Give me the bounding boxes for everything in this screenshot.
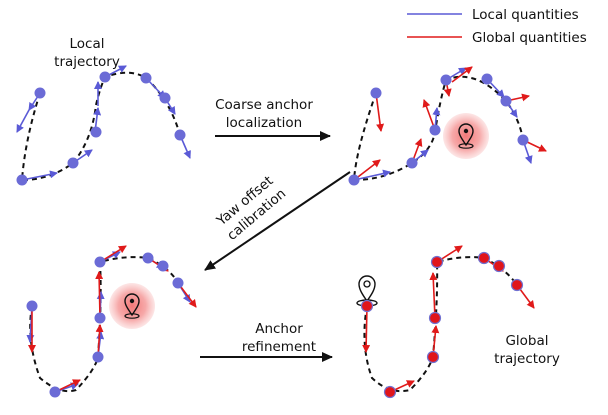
trajectory-node [159, 92, 171, 104]
trajectory-node [140, 72, 152, 84]
global-nodes [360, 251, 524, 399]
trajectory-node [348, 174, 360, 186]
trajectory-node [517, 134, 529, 146]
step2-arrow [204, 171, 351, 271]
global-vectors [362, 245, 535, 393]
trajectory-node [492, 259, 506, 273]
trajectory-node [406, 157, 418, 169]
trajectory-node [94, 256, 106, 268]
legend-global-label: Global quantities [472, 30, 587, 46]
legend-local-label: Local quantities [472, 7, 579, 23]
local-vectors [26, 251, 191, 393]
trajectory-path [29, 256, 179, 393]
local-nodes [26, 252, 184, 398]
anchor-glow [109, 283, 155, 329]
global-vector [375, 92, 385, 132]
trajectory-node [477, 251, 491, 265]
local-vector [21, 170, 58, 181]
global-trajectory-label-line2: trajectory [494, 351, 560, 367]
trajectory-node [94, 312, 106, 324]
step1-label-line1: Coarse anchor [215, 97, 313, 113]
panel-coarse-anchor [348, 66, 547, 186]
trajectory-path [363, 256, 518, 393]
global-trajectory-label-line1: Global [505, 333, 548, 349]
panel-global-trajectory [356, 245, 535, 399]
trajectory-node [16, 174, 28, 186]
trajectory-node [481, 73, 493, 85]
local-nodes [348, 73, 529, 186]
step1-label-line2: localization [226, 115, 302, 131]
trajectory-node [428, 311, 442, 325]
global-vector [429, 272, 438, 319]
trajectory-node [383, 385, 397, 399]
global-vector [95, 271, 104, 319]
location-pin-icon [458, 123, 474, 149]
panel-yaw-calibrated [26, 245, 197, 398]
trajectory-node [500, 95, 512, 107]
local-nodes [16, 71, 186, 186]
trajectory-node [90, 126, 102, 138]
local-trajectory-label-line1: Local [70, 36, 105, 52]
global-vector [362, 305, 371, 353]
step3-label-line2: refinement [242, 339, 316, 355]
anchor-glow [443, 113, 489, 159]
trajectory-node [360, 299, 374, 313]
global-vector [451, 66, 473, 83]
trajectory-node [26, 300, 38, 312]
trajectory-node [429, 124, 441, 136]
legend: Local quantities Global quantities [407, 7, 587, 46]
local-trajectory-label-line2: trajectory [54, 54, 120, 70]
trajectory-node [99, 71, 111, 83]
trajectory-node [174, 129, 186, 141]
step3-label-line1: Anchor [255, 321, 303, 337]
local-vector [353, 169, 391, 181]
panel-local-trajectory [16, 65, 191, 186]
local-vector [16, 109, 30, 133]
trajectory-node [49, 386, 61, 398]
trajectory-node [370, 87, 382, 99]
trajectory-node [142, 252, 154, 264]
trajectory-node [67, 157, 79, 169]
trajectory-node [34, 87, 46, 99]
trajectory-node [440, 74, 452, 86]
trajectory-node [426, 350, 440, 364]
trajectory-node [92, 351, 104, 363]
location-pin-icon [124, 293, 140, 319]
process-arrows [200, 131, 351, 362]
trajectory-node [172, 277, 184, 289]
trajectory-node [157, 260, 169, 272]
trajectory-node [510, 278, 524, 292]
trajectory-node [430, 255, 444, 269]
